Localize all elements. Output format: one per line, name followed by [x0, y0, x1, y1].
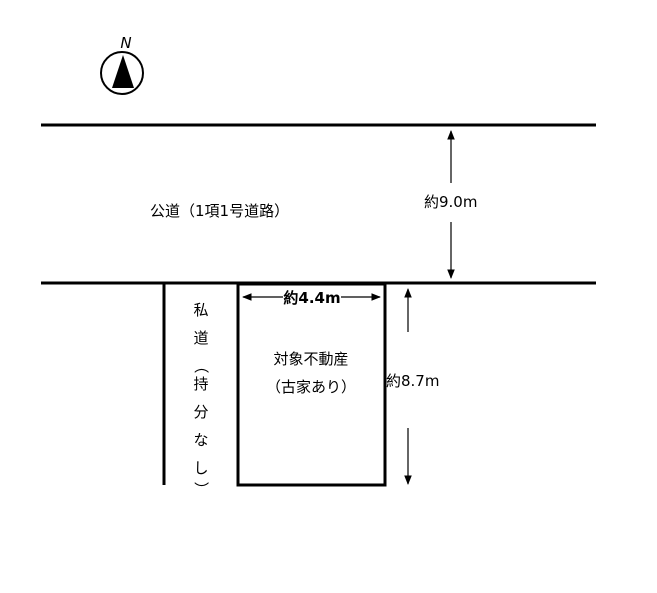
private-road-char: 分	[193, 403, 208, 421]
property-name: 対象不動産	[273, 350, 348, 368]
property-lot	[236, 282, 387, 487]
private-road-char: 道	[193, 329, 208, 347]
private-road-char: し	[193, 459, 208, 477]
frontage-label: 約4.4m	[283, 289, 340, 307]
private-road-char: 持	[193, 375, 208, 393]
north-arrow-icon	[100, 51, 144, 95]
depth-label: 約8.7m	[386, 372, 439, 390]
private-road-char: 私	[193, 301, 208, 319]
public-road-label: 公道（1項1号道路）	[150, 202, 289, 220]
private-road-char: ）	[192, 481, 210, 496]
private-road-char: な	[193, 431, 208, 449]
private-road-char: （	[192, 358, 210, 373]
road-width-label: 約9.0m	[424, 193, 477, 211]
private-road-label: 私 道 （ 持 分 な し ）	[192, 301, 210, 497]
compass-label: N	[120, 34, 131, 52]
property-note: （古家あり）	[266, 378, 356, 396]
